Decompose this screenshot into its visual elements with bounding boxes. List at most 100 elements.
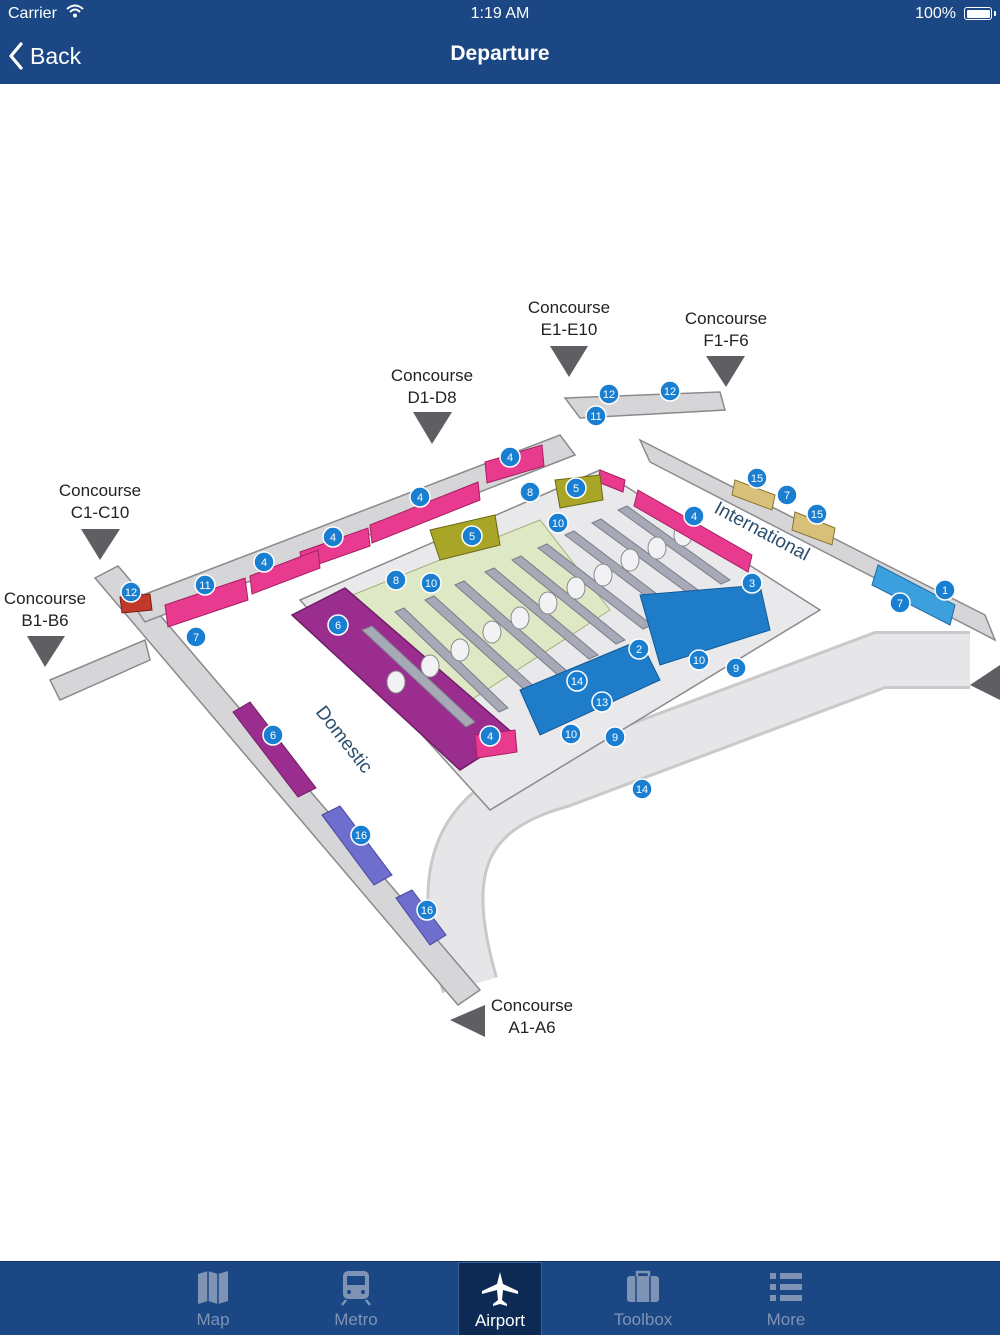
marker[interactable]: 4 (683, 505, 705, 527)
arrow-down-icon (27, 636, 65, 667)
svg-text:16: 16 (421, 905, 433, 917)
airplane-icon (482, 1272, 518, 1306)
svg-text:9: 9 (612, 732, 618, 744)
intl-gate-block (871, 564, 956, 626)
svg-text:15: 15 (811, 509, 823, 521)
page-title: Departure (450, 42, 550, 65)
svg-text:10: 10 (425, 578, 437, 590)
marker[interactable]: 11 (194, 574, 216, 596)
marker[interactable]: 7 (889, 592, 911, 614)
concourse-e-range: E1-E10 (541, 320, 598, 339)
marker[interactable]: 10 (688, 649, 710, 671)
marker[interactable]: 5 (565, 477, 587, 499)
back-label: Back (30, 42, 82, 69)
svg-text:15: 15 (751, 473, 763, 485)
tab-airport[interactable]: Airport (458, 1262, 542, 1335)
marker[interactable]: 8 (385, 569, 407, 591)
tab-metro[interactable]: Metro (306, 1262, 406, 1335)
wifi-icon (66, 4, 84, 18)
marker[interactable]: 6 (262, 724, 284, 746)
marker[interactable]: 12 (120, 581, 142, 603)
marker[interactable]: 1 (934, 579, 956, 601)
terminal-map-svg: 1 2 3 4 4 4 4 4 4 5 5 6 6 7 7 7 8 8 9 9 … (4, 298, 1000, 1037)
domestic-label: Domestic (311, 702, 376, 777)
svg-text:10: 10 (693, 655, 705, 667)
marker[interactable]: 10 (547, 512, 569, 534)
svg-text:10: 10 (565, 729, 577, 741)
map-markers[interactable]: 1 2 3 4 4 4 4 4 4 5 5 6 6 7 7 7 8 8 9 9 … (120, 380, 956, 921)
tab-toolbox-label: Toolbox (613, 1310, 673, 1329)
marker[interactable]: 2 (628, 638, 650, 660)
concourse-a-label: Concourse (491, 996, 573, 1015)
marker[interactable]: 9 (725, 657, 747, 679)
marker[interactable]: 10 (420, 572, 442, 594)
concourse-b-label: Concourse (4, 589, 86, 608)
marker[interactable]: 14 (631, 778, 653, 800)
svg-text:7: 7 (784, 490, 790, 502)
more-list-icon (770, 1273, 802, 1301)
svg-text:4: 4 (261, 557, 267, 569)
marker[interactable]: 16 (416, 899, 438, 921)
svg-text:4: 4 (507, 452, 513, 464)
tab-bar: Map Metro Airport Toolbox More (0, 1261, 1000, 1335)
marker[interactable]: 4 (479, 725, 501, 747)
arrow-down-icon (413, 412, 452, 444)
svg-text:9: 9 (733, 663, 739, 675)
concourse-d-range: D1-D8 (407, 388, 456, 407)
tab-airport-label: Airport (474, 1311, 526, 1330)
battery-icon (964, 7, 996, 20)
tab-metro-label: Metro (334, 1310, 378, 1329)
back-button[interactable]: Back (8, 38, 81, 74)
svg-text:4: 4 (417, 492, 423, 504)
marker[interactable]: 4 (253, 551, 275, 573)
svg-text:1: 1 (942, 585, 948, 597)
marker[interactable]: 7 (776, 484, 798, 506)
marker[interactable]: 3 (741, 572, 763, 594)
marker[interactable]: 11 (585, 405, 607, 427)
marker[interactable]: 14 (566, 670, 588, 692)
tab-more[interactable]: More (736, 1262, 836, 1335)
arrow-right-icon (970, 665, 1000, 700)
tab-map-label: Map (196, 1310, 230, 1329)
concourse-b-corridor (48, 638, 151, 701)
carrier-label: Carrier (8, 5, 57, 22)
marker[interactable]: 13 (591, 691, 613, 713)
marker[interactable]: 6 (327, 614, 349, 636)
tab-more-label: More (766, 1310, 806, 1329)
marker[interactable]: 4 (499, 446, 521, 468)
concourse-f-range: F1-F6 (703, 331, 748, 350)
marker[interactable]: 15 (806, 503, 828, 525)
service-blocks (321, 805, 447, 946)
tab-toolbox[interactable]: Toolbox (593, 1262, 693, 1335)
marker[interactable]: 10 (560, 723, 582, 745)
marker[interactable]: 12 (659, 380, 681, 402)
map-icon (198, 1271, 228, 1304)
svg-text:3: 3 (749, 578, 755, 590)
chevron-left-icon (9, 42, 23, 70)
marker[interactable]: 8 (519, 481, 541, 503)
marker[interactable]: 4 (409, 486, 431, 508)
svg-text:12: 12 (603, 389, 615, 401)
marker[interactable]: 16 (350, 824, 372, 846)
marker[interactable]: 7 (185, 626, 207, 648)
baggage-blocks (519, 639, 661, 736)
svg-text:16: 16 (355, 830, 367, 842)
tab-map[interactable]: Map (163, 1262, 263, 1335)
marker[interactable]: 5 (461, 525, 483, 547)
svg-text:6: 6 (335, 620, 341, 632)
airport-map[interactable]: 1 2 3 4 4 4 4 4 4 5 5 6 6 7 7 7 8 8 9 9 … (0, 84, 1000, 1261)
svg-text:14: 14 (571, 676, 583, 688)
intl-shop-15a (731, 479, 776, 511)
svg-text:2: 2 (636, 644, 642, 656)
arrow-left-icon (450, 1005, 485, 1037)
svg-text:10: 10 (552, 518, 564, 530)
marker[interactable]: 12 (598, 383, 620, 405)
concourse-labels: Concourse E1-E10 Concourse F1-F6 Concour… (4, 298, 767, 1037)
concourse-e-label: Concourse (528, 298, 610, 317)
svg-text:4: 4 (487, 731, 493, 743)
marker[interactable]: 15 (746, 467, 768, 489)
svg-text:14: 14 (636, 784, 648, 796)
marker[interactable]: 4 (322, 526, 344, 548)
marker[interactable]: 9 (604, 726, 626, 748)
svg-text:11: 11 (590, 411, 601, 423)
